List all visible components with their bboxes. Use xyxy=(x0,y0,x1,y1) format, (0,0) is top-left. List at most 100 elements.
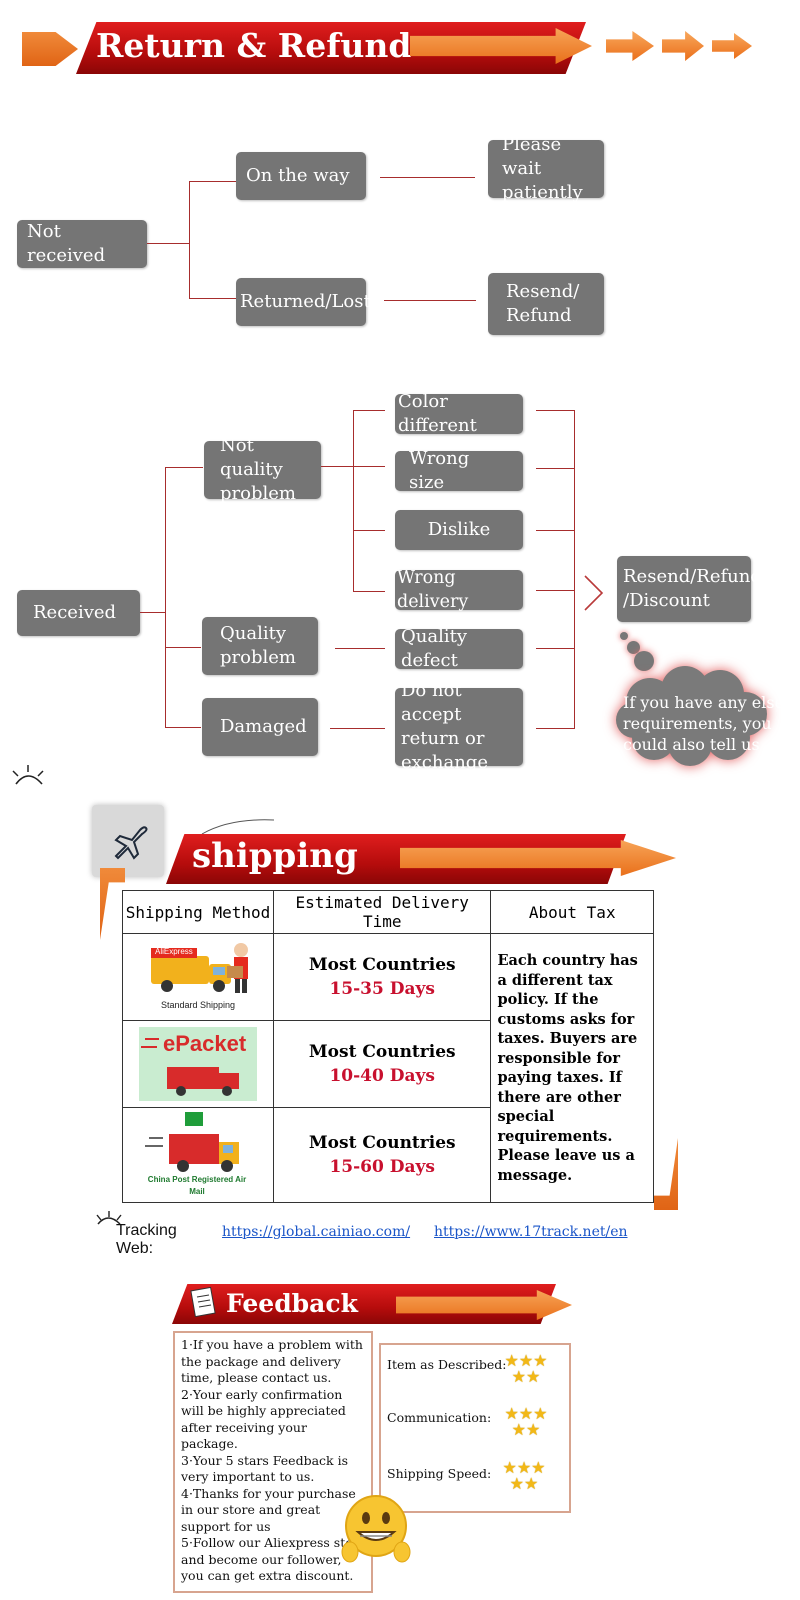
feedback-note: 4·Thanks for your purchase in our store … xyxy=(181,1485,356,1534)
epacket-truck-icon xyxy=(139,1027,257,1101)
connector xyxy=(536,590,574,591)
connector xyxy=(330,728,385,729)
table-row: China Post Registered Air Mail Most Coun… xyxy=(122,1107,654,1203)
chevron-arrow-icon xyxy=(606,31,654,61)
aliexpress-truck-icon xyxy=(151,943,248,993)
feedback-notes-box: 1·If you have a problem with the package… xyxy=(173,1331,373,1593)
connector xyxy=(353,410,385,411)
not-received-box: Not received xyxy=(17,220,147,268)
feedback-note: 5·Follow our Aliexpress store and become… xyxy=(181,1535,367,1583)
connector xyxy=(321,466,353,467)
smiley-emoji-icon xyxy=(341,1495,411,1563)
shipping-table: Shipping Method Estimated Delivery Time … xyxy=(122,890,654,1203)
not-quality-problem-box: Not quality problem xyxy=(204,435,321,504)
cloud-shape xyxy=(616,666,767,766)
rating-row: Shipping Speed: ★★★★★ xyxy=(387,1460,567,1500)
banner-arrow-shape xyxy=(22,32,78,66)
chevron-right-icon xyxy=(584,575,604,611)
arrow-line xyxy=(380,177,475,178)
tax-text: Each country has a different tax policy.… xyxy=(497,952,638,1184)
aliexpress-logo-text: AliExpress xyxy=(155,947,193,956)
rating-row: Communication: ★★★★★ xyxy=(387,1406,567,1446)
col-header-tax: About Tax xyxy=(490,890,654,934)
five-star-rating: ★★★★★ xyxy=(502,1458,546,1493)
received-box: Received xyxy=(17,590,140,636)
thought-bubble-dot xyxy=(620,632,628,640)
connector xyxy=(165,647,201,648)
connector xyxy=(536,530,574,531)
cloud-note-text: If you have any else requirements, you c… xyxy=(623,693,785,754)
connector xyxy=(140,612,165,613)
sun-icon xyxy=(12,765,44,785)
connector xyxy=(165,727,201,728)
connector xyxy=(165,467,203,468)
issue-do-not-accept: Do not accept return or exchange xyxy=(395,680,523,773)
issue-dislike: Dislike xyxy=(395,510,523,550)
method-aliexpress: AliExpress Standard Shipping xyxy=(122,933,274,1021)
issue-color-different: Color different xyxy=(395,391,523,436)
chevron-arrow-icon xyxy=(712,33,752,59)
rating-label: Shipping Speed: xyxy=(387,1466,492,1481)
rating-label: Item as Described: xyxy=(387,1357,507,1372)
connector xyxy=(536,468,574,469)
connector xyxy=(189,181,190,299)
china-post-caption: China Post Registered Air Mail xyxy=(147,1175,247,1196)
epacket-logo-text: ePacket xyxy=(163,1031,247,1056)
issue-quality-defect: Quality defect xyxy=(395,626,523,671)
feedback-note: 3·Your 5 stars Feedback is very importan… xyxy=(181,1452,348,1485)
table-row: AliExpress Standard Shipping Most Countr… xyxy=(122,933,654,1203)
resend-refund-discount-box: Resend/Refund /Discount xyxy=(617,556,762,622)
feedback-note: 2·Your early confirmation will be highly… xyxy=(181,1386,346,1452)
thought-bubble-dot xyxy=(627,641,640,654)
rating-row: Item as Described: ★★★★★ xyxy=(387,1353,567,1393)
returned-lost-box: Returned/Lost xyxy=(236,278,371,326)
rating-label: Communication: xyxy=(387,1410,492,1425)
connector xyxy=(353,530,385,531)
connector xyxy=(536,410,574,411)
method-china-post: China Post Registered Air Mail xyxy=(122,1107,274,1203)
tax-cell: Each country has a different tax policy.… xyxy=(490,933,654,1203)
sun-icon xyxy=(96,1211,122,1225)
five-star-rating: ★★★★★ xyxy=(504,1404,548,1439)
connector xyxy=(353,591,385,592)
col-header-delivery: Estimated Delivery Time xyxy=(272,890,492,934)
standard-shipping-caption: Standard Shipping xyxy=(160,1000,236,1010)
tracking-label: Tracking Web: xyxy=(116,1222,177,1257)
notepad-icon xyxy=(190,1286,216,1318)
17track-tracking-link[interactable]: https://www.17track.net/en xyxy=(434,1224,628,1240)
china-post-truck-icon xyxy=(145,1112,239,1172)
thought-cloud: If you have any else requirements, you c… xyxy=(610,662,784,768)
connector xyxy=(536,648,574,649)
orange-corner-br xyxy=(654,1138,678,1210)
plane-icon-tile xyxy=(92,805,164,877)
connector xyxy=(536,728,574,729)
connector xyxy=(574,410,575,729)
connector xyxy=(353,410,354,592)
cainiao-tracking-link[interactable]: https://global.cainiao.com/ xyxy=(222,1224,411,1240)
five-star-rating: ★★★★★ xyxy=(504,1351,548,1386)
return-refund-title: Return & Refund xyxy=(96,26,412,65)
thought-bubble-dot xyxy=(634,651,654,671)
airplane-icon xyxy=(114,826,148,860)
damaged-box: Damaged xyxy=(202,698,318,756)
method-epacket: ePacket xyxy=(122,1020,274,1108)
connector xyxy=(335,648,385,649)
please-wait-box: Please wait patiently xyxy=(488,134,604,203)
feedback-title: Feedback xyxy=(226,1289,358,1318)
col-header-method: Shipping Method xyxy=(122,890,274,934)
shipping-title: shipping xyxy=(192,836,358,876)
connector xyxy=(165,467,166,728)
resend-refund-box: Resend/ Refund xyxy=(488,273,604,335)
flight-path-line xyxy=(201,819,275,835)
connector xyxy=(147,243,189,244)
chevron-arrow-icon xyxy=(662,31,704,61)
arrow-line xyxy=(384,300,476,301)
feedback-note: 1·If you have a problem with the package… xyxy=(181,1337,363,1385)
on-the-way-box: On the way xyxy=(236,152,366,200)
connector xyxy=(189,181,236,182)
issue-wrong-size: Wrong size xyxy=(395,448,523,493)
